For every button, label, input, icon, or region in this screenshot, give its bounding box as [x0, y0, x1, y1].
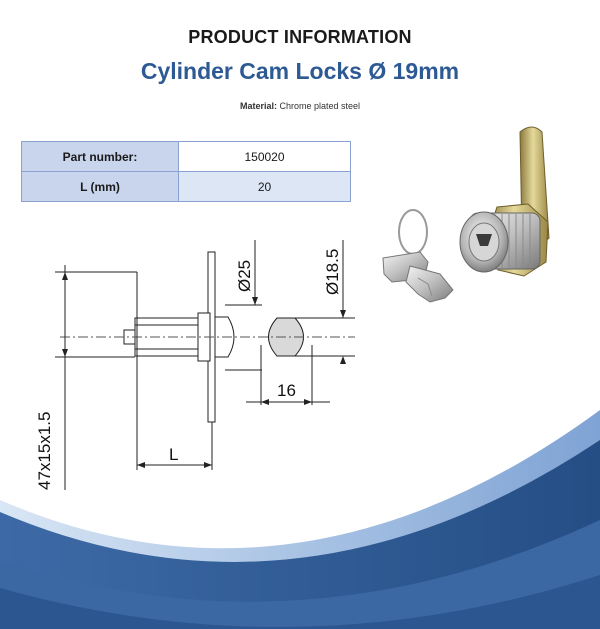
dim-flat-label: 16: [277, 381, 296, 400]
material-label: Material:: [239, 101, 277, 111]
table-row: Part number: 150020: [21, 141, 351, 172]
spec-label-part-number: Part number:: [21, 141, 179, 172]
dim-plate-label: 47x15x1.5: [35, 412, 54, 490]
table-row: L (mm) 20: [21, 171, 351, 202]
material-line: Material: Chrome plated steel: [0, 101, 600, 111]
dim-length-label: L: [169, 445, 178, 464]
spec-value-length: 20: [178, 171, 351, 202]
material-value: Chrome plated steel: [279, 101, 361, 111]
spec-label-length: L (mm): [21, 171, 179, 202]
spec-table: Part number: 150020 L (mm) 20: [21, 141, 351, 202]
spec-value-part-number: 150020: [178, 141, 351, 172]
lock-face: [459, 211, 509, 273]
swoosh-mid-band: [0, 520, 600, 629]
dim-body-label: Ø18.5: [323, 249, 342, 295]
section-title: PRODUCT INFORMATION: [188, 27, 412, 47]
swoosh-bottom-band: [0, 575, 600, 629]
dim-flange-label: Ø25: [235, 260, 254, 292]
keys-icon: [382, 209, 454, 303]
product-title: Cylinder Cam Locks Ø 19mm: [140, 58, 460, 84]
